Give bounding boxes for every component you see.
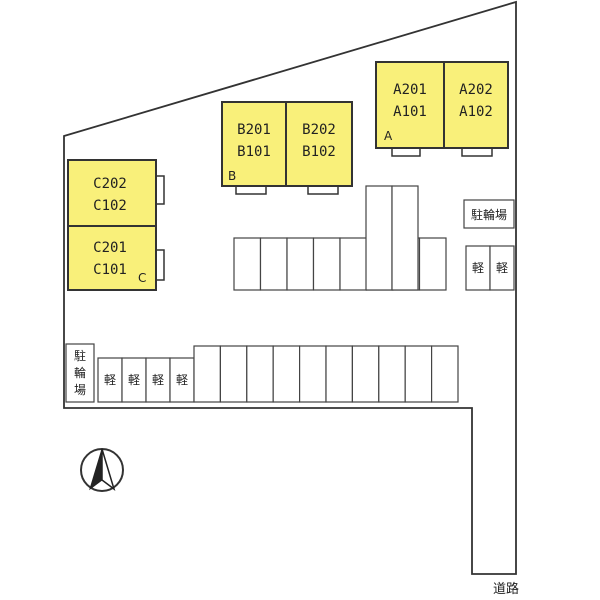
unit-b-left [221, 101, 287, 187]
unit-label-b201: B201 [237, 122, 271, 138]
kei-label: 軽 [152, 373, 164, 387]
building-a: A201 A101 A202 A102 A [375, 61, 509, 157]
unit-label-c201: C201 [93, 240, 127, 256]
unit-label-a202: A202 [459, 82, 493, 98]
porch-a-right [461, 147, 493, 157]
kei-slot-lower [145, 357, 171, 403]
kei-label: 軽 [104, 373, 116, 387]
unit-label-a102: A102 [459, 104, 493, 120]
unit-c-bottom [67, 225, 157, 291]
north-arrow-icon [80, 448, 124, 492]
parking-slot-tall [391, 185, 419, 291]
porch-b-right [307, 185, 339, 195]
unit-label-b101: B101 [237, 144, 271, 160]
parking-slot-lower [272, 345, 301, 403]
parking-slot-upper [233, 237, 262, 291]
parking-column-tall [365, 185, 419, 291]
kei-slot-lower [121, 357, 147, 403]
parking-slot-lower [378, 345, 406, 403]
unit-a-right [443, 61, 509, 149]
porch-c-bottom [155, 249, 165, 281]
porch-a-left [391, 147, 421, 157]
unit-label-b202: B202 [302, 122, 336, 138]
building-letter-b: B [228, 169, 236, 183]
bike-parking-right-label: 駐輪場 [471, 207, 507, 222]
kei-slot-lower [97, 357, 123, 403]
kei-label: 軽 [128, 373, 140, 387]
kei-slot-lower [169, 357, 195, 403]
parking-slot-lower [193, 345, 221, 403]
kei-slot-right-1 [465, 245, 491, 291]
building-letter-c: C [138, 271, 146, 285]
parking-slot-lower [404, 345, 433, 403]
unit-label-c202: C202 [93, 176, 127, 192]
parking-slot-lower [325, 345, 353, 403]
bike-parking-left-char: 輪 [74, 365, 86, 380]
parking-slot-upper [312, 237, 341, 291]
kei-parking-lower: 軽軽軽軽 [97, 357, 195, 403]
bike-parking-left-char: 場 [74, 383, 86, 397]
porch-c-top [155, 175, 165, 205]
building-b: B201 B101 B202 B102 B [221, 101, 353, 195]
parking-slot-upper [339, 237, 368, 291]
unit-label-c102: C102 [93, 198, 127, 214]
bike-parking-left-box [65, 343, 95, 403]
building-letter-a: A [384, 129, 393, 143]
bike-parking-left-char: 駐 [74, 348, 86, 363]
bike-parking-left: 駐 輪 場 [65, 343, 95, 403]
parking-slot-tall [365, 185, 393, 291]
parking-row-lower [193, 345, 459, 403]
kei-label: 軽 [496, 261, 508, 275]
parking-slot-lower [219, 345, 248, 403]
road-label: 道路 [493, 581, 519, 597]
unit-label-c101: C101 [93, 262, 127, 278]
bike-parking-right: 駐輪場 [463, 199, 515, 229]
unit-c-top [67, 159, 157, 227]
kei-parking-right: 軽 軽 [465, 245, 515, 291]
porch-b-left [235, 185, 267, 195]
kei-label: 軽 [176, 373, 188, 387]
unit-label-a101: A101 [393, 104, 427, 120]
unit-label-a201: A201 [393, 82, 427, 98]
parking-slot-lower [246, 345, 274, 403]
kei-slot-right-2 [489, 245, 515, 291]
parking-slot-lower [431, 345, 459, 403]
kei-label: 軽 [472, 261, 484, 275]
lot-boundary [63, 0, 517, 575]
building-c: C202 C102 C201 C101 C [67, 159, 165, 291]
bike-parking-right-box [463, 199, 515, 229]
parking-slot-upper [259, 237, 288, 291]
unit-b-right [285, 101, 353, 187]
parking-slot-upper [286, 237, 315, 291]
parking-slot-lower [351, 345, 380, 403]
unit-label-b102: B102 [302, 144, 336, 160]
parking-slot-lower [299, 345, 327, 403]
parking-slot-upper [418, 237, 447, 291]
